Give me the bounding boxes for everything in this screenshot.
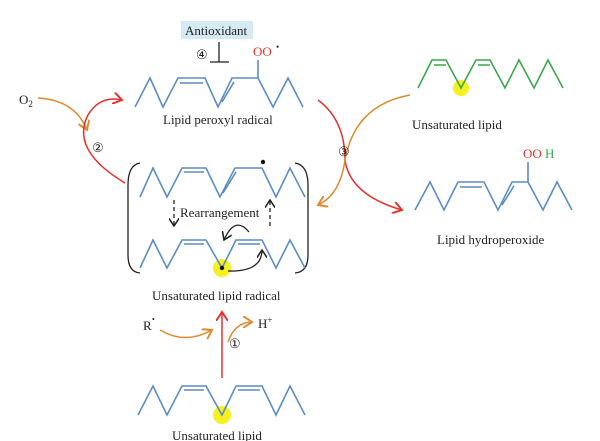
upper-radical-dot [260,159,266,165]
unsaturated-lipid-bottom-chain [137,384,306,417]
lipid-peroxyl-chain [134,76,304,109]
hydroperoxide-oo: OO [523,146,542,161]
unsaturated-lipid-bottom-label: Unsaturated lipid [172,428,262,441]
step-2-label: ② [92,140,104,155]
step-1-label: ① [229,336,241,351]
hydroperoxide-h: H [545,146,554,161]
electron-shift-arrow-2 [227,250,262,272]
lipid-hydroperoxide-label: Lipid hydroperoxide [437,232,544,247]
radical-dot: • [276,42,279,52]
unsaturated-lipid-chain-green [417,58,564,90]
o2-arrow [37,97,87,130]
lipid-peroxyl-radical-label: Lipid peroxyl radical [163,112,273,127]
unsaturated-lipid-radical-label: Unsaturated lipid radical [152,288,281,303]
step-3-arrow [317,99,402,210]
peroxyl-oo: OO [253,44,272,59]
step-3-label: ③ [338,144,350,159]
o2-label: O2 [19,92,33,109]
antioxidant-box [181,21,253,39]
unsaturated-lipid-top-label: Unsaturated lipid [412,117,502,132]
left-bracket [127,162,141,274]
r-radical-arrow [159,330,212,338]
antioxidant-label: Antioxidant [185,23,247,38]
upper-double-bonds [184,171,237,194]
lower-radical-dot [219,265,225,271]
hydroperoxide-double-bonds [460,162,529,206]
r-radical-label: R [143,318,152,333]
radical-chain-upper [139,166,306,199]
inhibition-bar-icon [210,42,229,63]
electron-shift-arrow-1 [224,224,250,240]
step-4-label: ④ [196,47,208,62]
right-bracket [294,162,309,274]
lipid-hydroperoxide-chain [414,180,573,212]
unsaturated-lipid-arrow [318,94,411,205]
double-bonds [180,60,259,103]
h-plus-label: H+ [258,315,272,331]
step-2-arrow [82,99,126,184]
rearrangement-label: Rearrangement [180,205,260,220]
h-plus-arrow [227,322,252,343]
r-radical-dot: • [152,315,155,324]
